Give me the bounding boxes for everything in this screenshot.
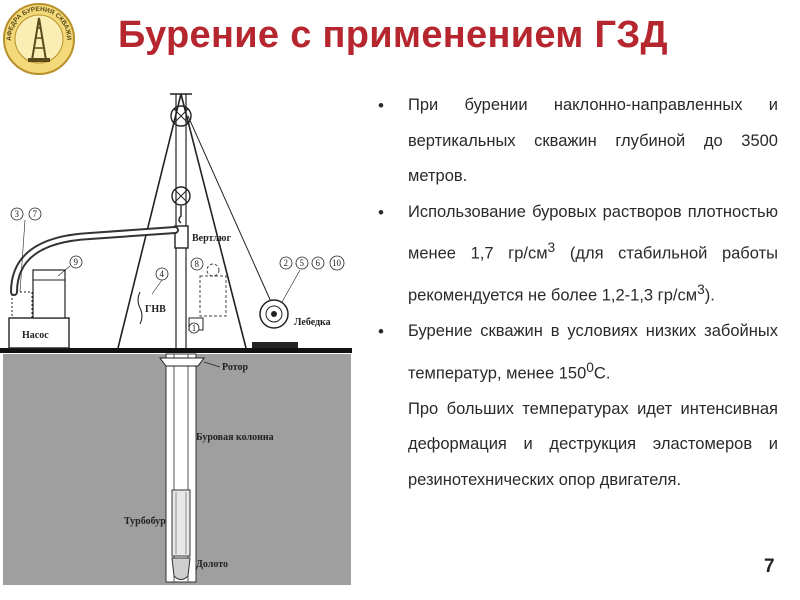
pump-motor [32,269,66,319]
turbodrill [171,489,191,557]
slide-title: Бурение с применением ГЗД [118,14,668,56]
department-logo: КАФЕДРА БУРЕНИЯ СКВАЖИН [2,2,75,75]
winch-base [252,342,298,348]
page-number: 7 [764,556,775,577]
label-turbodrill: Турбобур [124,516,166,527]
drill-line [187,115,273,305]
label-pump: Насос [22,330,49,341]
label-rotor: Ротор [222,362,249,373]
mud-tank [199,263,227,317]
crown-block [170,105,192,127]
callout-4: 4 [160,269,165,279]
drilling-rig-diagram: Вертлюг Насос ГНВ Лебедка Ротор Буровая … [0,93,352,585]
derrick [117,93,247,349]
bullet-continuation: Про больших температурах идет интенсивна… [408,399,778,489]
bullet-list: При бурении наклонно-направленных и верт… [378,88,778,498]
drilling-rig-icon [28,17,50,62]
callout-9: 9 [74,257,79,267]
label-drill-string: Буровая колонна [196,432,274,443]
rig-floor [0,348,352,353]
bullet-item: Использование буровых растворов плотност… [378,195,778,315]
rotor [159,357,205,367]
label-winch: Лебедка [294,317,331,328]
callout-1: 1 [192,323,197,333]
callout-5: 5 [300,258,305,268]
callout-7: 7 [33,209,38,219]
drill-bit [171,557,191,580]
traveling-block [171,186,191,206]
bullet-item: Бурение скважин в условиях низких забойн… [378,314,778,392]
callout-6: 6 [316,258,321,268]
callout-3: 3 [15,209,20,219]
pump [8,317,70,349]
callout-10: 10 [332,258,342,268]
callout-2: 2 [284,258,289,268]
label-bit: Долото [196,559,228,570]
gnv-unit [137,291,143,325]
label-gnv: ГНВ [145,304,166,315]
bullet-item: При бурении наклонно-направленных и верт… [378,88,778,195]
callout-8: 8 [195,259,200,269]
label-swivel: Вертлюг [192,233,231,244]
